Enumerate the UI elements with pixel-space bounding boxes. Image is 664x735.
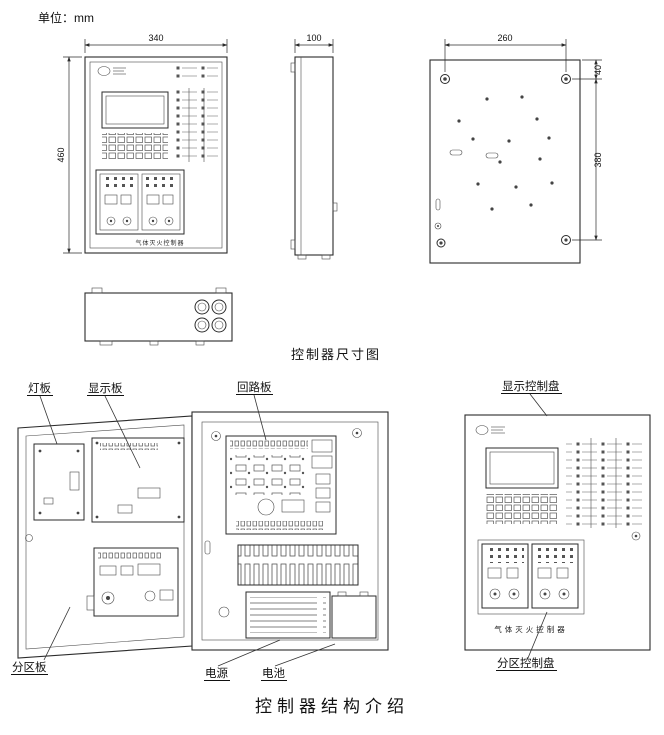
light-board-label: 灯板 [28, 381, 51, 395]
dim-back-width: 260 [497, 33, 512, 43]
zone-module-recess-2 [477, 539, 585, 615]
leader-line [253, 394, 267, 441]
keypad [102, 133, 168, 160]
leader-line [274, 643, 336, 667]
dim-back-hole-top-offset: 40 [593, 65, 603, 75]
indicator-panel-2 [566, 438, 642, 528]
brand-logo-2 [475, 425, 505, 435]
structure-intro-caption: 控制器结构介绍 [255, 697, 409, 716]
side-dimensions: 100 [294, 33, 334, 53]
callout-loop-board: 回路板 [236, 380, 273, 441]
zone-module-recess [95, 169, 185, 235]
zone-module-3 [481, 543, 529, 609]
power-label: 电源 [205, 666, 228, 680]
bottom-view [84, 287, 233, 346]
device-name-panel: 气体灭火控制器 [494, 624, 568, 634]
cabinet-interior [191, 411, 389, 651]
dim-back-hole-span: 380 [593, 152, 603, 167]
battery-label: 电池 [262, 667, 285, 680]
loop-board-label: 回路板 [237, 380, 272, 394]
side-view: 100 [290, 33, 338, 260]
display-board-label: 显示板 [88, 381, 123, 395]
zone-module-4 [531, 543, 579, 609]
leader-line [43, 606, 71, 661]
dim-front-width: 340 [148, 33, 163, 43]
door-interior [17, 415, 193, 659]
leader-line [529, 393, 548, 417]
display-control-panel-view: 气体灭火控制器 [464, 414, 651, 651]
zone-board-pcb [86, 547, 179, 617]
lcd-screen [101, 91, 169, 129]
callout-zone-board: 分区板 [11, 606, 71, 675]
lcd-screen-2 [485, 447, 559, 489]
callout-display-control-panel: 显示控制盘 [501, 379, 562, 417]
callout-display-board: 显示板 [87, 381, 141, 469]
indicator-header [174, 66, 218, 82]
leader-line [527, 611, 548, 659]
leader-line [217, 639, 281, 667]
device-name-front: 气体灭火控制器 [135, 239, 184, 247]
dim-front-height: 460 [56, 147, 66, 162]
indicator-panel [174, 88, 218, 162]
front-dimensions: 340 460 [56, 33, 228, 254]
power-supply-unit [245, 591, 331, 639]
callout-battery: 电池 [261, 643, 336, 681]
zone-control-panel-label: 分区控制盘 [497, 656, 555, 670]
callout-zone-control-panel: 分区控制盘 [496, 611, 557, 671]
zone-module-1 [99, 173, 139, 231]
size-diagram-caption: 控制器尺寸图 [291, 347, 381, 362]
battery-unit [331, 591, 377, 639]
knockout-holes [434, 95, 554, 230]
dim-side-depth: 100 [306, 33, 321, 43]
light-board-pcb [33, 443, 85, 521]
mounting-holes [436, 74, 571, 248]
callout-light-board: 灯板 [27, 381, 58, 445]
callout-power: 电源 [204, 639, 281, 681]
cable-entry-holes [194, 299, 227, 333]
leader-line [104, 395, 141, 469]
terminal-strip [237, 544, 359, 586]
back-view: 260 40 380 [429, 33, 603, 264]
loop-board-pcb [225, 435, 337, 535]
keypad-2 [486, 494, 558, 524]
display-control-panel-label: 显示控制盘 [502, 379, 560, 393]
leader-line [39, 395, 58, 445]
display-board-pcb [91, 437, 185, 523]
brand-logo [97, 66, 126, 76]
back-dimensions: 260 40 380 [444, 33, 603, 241]
zone-module-2 [141, 173, 181, 231]
front-view: 气体灭火控制器 340 460 [56, 33, 228, 254]
callouts: 灯板 显示板 回路板 显示控制盘 分区板 电源 [11, 379, 562, 681]
zone-board-label: 分区板 [12, 660, 47, 674]
unit-label: 单位：mm [38, 10, 94, 25]
